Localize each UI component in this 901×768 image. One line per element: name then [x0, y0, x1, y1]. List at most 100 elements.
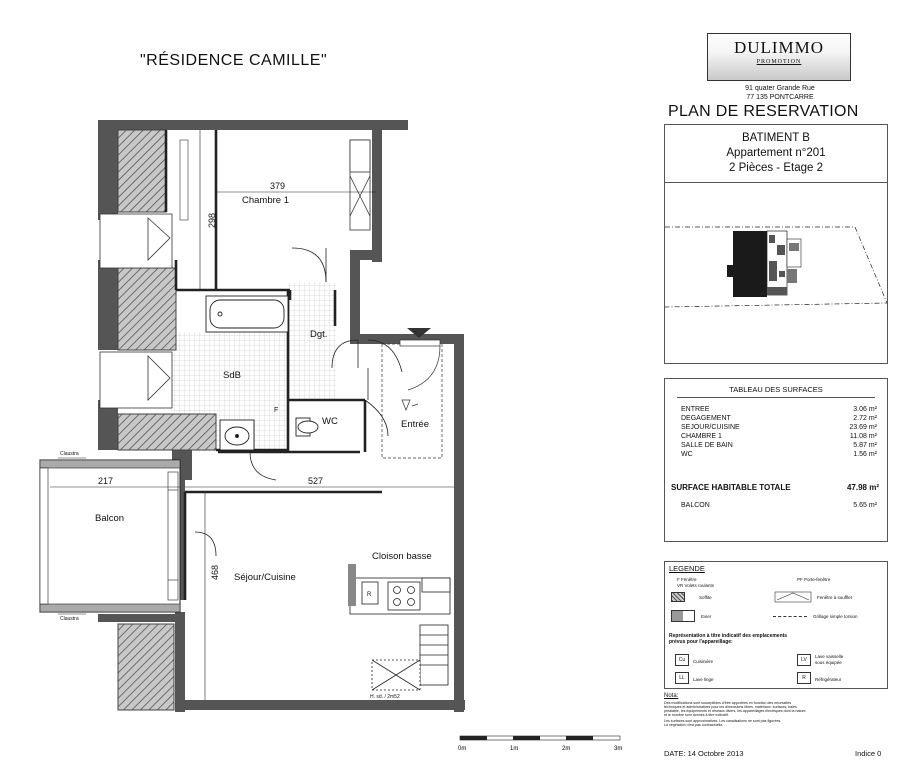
- door-swings: [194, 247, 403, 557]
- dim-balcon-width: 217: [98, 476, 113, 486]
- entry-arrow: [407, 328, 431, 338]
- legend-grillage: Grillage simple torsion: [813, 614, 858, 619]
- surface-row: DEGAGEMENT 2.72 m²: [681, 414, 877, 423]
- building-name: BATIMENT B: [742, 132, 810, 144]
- legend-note-line2: prévus pour l'appareillage:: [669, 639, 733, 645]
- kitchen-counter: [349, 577, 451, 691]
- room-label-cloison: Cloison basse: [372, 551, 432, 562]
- surface-name: DEGAGEMENT: [681, 415, 731, 422]
- dim-chambre-height: 298: [207, 213, 217, 228]
- marker-f: F: [274, 407, 278, 414]
- legend-sous-equipee: sous équipée: [815, 660, 842, 665]
- surface-value: 1.56 m²: [853, 451, 877, 458]
- surface-value: 2.72 m²: [853, 415, 877, 422]
- toilet: [295, 417, 319, 437]
- legend-soufflet-icon: [774, 591, 812, 603]
- company-address-line2: 77 135 PONTCARRE: [746, 94, 814, 101]
- outer-walls: [98, 120, 465, 712]
- dimension-lines: [50, 130, 454, 700]
- document-index: Indice 0: [855, 749, 882, 758]
- room-label-sdb: SdB: [223, 370, 241, 381]
- room-label-entree: Entrée: [401, 419, 429, 430]
- legend-evier: Evier: [701, 614, 712, 619]
- surface-row: CHAMBRE 1 11.08 m²: [681, 432, 877, 441]
- room-label-sejour: Séjour/Cuisine: [234, 572, 296, 583]
- legend-lave-linge: Lave linge: [693, 677, 714, 682]
- building-header: BATIMENT B Appartement n°201 2 Pièces - …: [665, 125, 887, 183]
- claustra-bottom-label: Claustra: [60, 616, 79, 622]
- chambre-wall-strip: [179, 139, 189, 221]
- legend-volets: VR Volets roulants: [677, 583, 715, 588]
- note-line: préalable, les équipements et réseaux di…: [664, 709, 806, 713]
- tiled-floor-dgt: [288, 282, 336, 400]
- floor-plan: Chambre 1 SdB Dgt. WC Entrée Balcon Séjo…: [39, 120, 465, 712]
- surface-value: 11.08 m²: [849, 433, 877, 440]
- surfaces-rule: [677, 397, 875, 398]
- legend-fenetre: F Fenêtre: [677, 577, 697, 582]
- legend-title: LEGENDE: [669, 564, 705, 573]
- legend-soffite: Soffite: [699, 595, 712, 600]
- hatched-shaft-3: [117, 413, 217, 451]
- balcony: [39, 459, 181, 613]
- surfaces-table: TABLEAU DES SURFACES ENTREE 3.06 m² DEGA…: [664, 378, 888, 542]
- surface-value: 23.69 m²: [849, 424, 877, 431]
- legend-soffite-swatch: [671, 592, 685, 602]
- closet-chambre: [349, 139, 371, 231]
- site-location-map: [665, 226, 887, 308]
- entry-door-arc: [407, 345, 441, 391]
- surface-name: SALLE DE BAIN: [681, 442, 733, 449]
- balcon-surface-label: BALCON: [681, 502, 710, 509]
- building-info-box: BATIMENT B Appartement n°201 2 Pièces - …: [664, 124, 888, 364]
- scale-label-0: 0m: [458, 746, 466, 752]
- entry-door-leaf: [399, 339, 441, 347]
- sheet-title: PLAN DE RESERVATION: [668, 103, 859, 120]
- surface-row: SEJOUR/CUISINE 23.69 m²: [681, 423, 877, 432]
- legend-box: LEGENDE F Fenêtre VR Volets roulants PF …: [664, 561, 888, 689]
- note-line: Des modifications sont susceptibles d'êt…: [664, 701, 792, 705]
- note-line: Les surfaces sont approximatives. Les ca…: [664, 719, 782, 723]
- apartment-number: Appartement n°201: [726, 147, 826, 159]
- company-logo: DULIMMO PROMOTION: [707, 33, 851, 81]
- claustra-top-label: Claustra: [60, 451, 79, 457]
- scale-label-3: 3m: [614, 746, 622, 752]
- apartment-type: 2 Pièces - Etage 2: [729, 162, 823, 174]
- surface-row: WC 1.56 m²: [681, 450, 877, 459]
- surface-row: ENTREE 3.06 m²: [681, 405, 877, 414]
- room-label-dgt: Dgt.: [310, 329, 327, 340]
- legend-fenetre-soufflet: Fenêtre à soufflet: [817, 595, 852, 600]
- bathtub: [205, 295, 289, 333]
- hatched-shaft-1: [117, 129, 167, 213]
- entry-electric-panel: [401, 399, 419, 411]
- ceiling-height-label: H. sd. / 2m52: [370, 694, 400, 700]
- legend-lave-vaisselle: Lave vaisselle: [815, 654, 844, 659]
- hatched-shaft-2: [117, 267, 177, 351]
- note-line: techniques et administratives pour les d…: [664, 705, 797, 709]
- total-surface-value: 47.98 m²: [846, 483, 879, 492]
- note-line: La végétation n'est pas contractuelle.: [664, 723, 724, 727]
- legend-evier-swatch: [671, 610, 695, 622]
- room-label-balcon: Balcon: [95, 513, 124, 524]
- marker-r: R: [367, 592, 372, 598]
- window-recesses: [99, 213, 173, 409]
- lave-linge-icon: LL: [675, 672, 689, 684]
- room-label-chambre: Chambre 1: [242, 195, 289, 206]
- company-name: DULIMMO: [733, 38, 825, 57]
- hatched-shaft-4: [117, 623, 175, 711]
- lave-vaisselle-icon: LV: [797, 654, 811, 666]
- dim-chambre-width: 379: [270, 181, 285, 191]
- company-address-line1: 91 quater Grande Rue: [745, 85, 815, 92]
- cloison-basse: [348, 564, 356, 606]
- legend-porte-fenetre: PF Porte-fenêtre: [797, 577, 831, 582]
- legend-note-line1: Représentation à titre indicatif des emp…: [669, 633, 788, 639]
- room-label-wc: WC: [322, 416, 338, 427]
- document-date: DATE: 14 Octobre 2013: [664, 749, 744, 758]
- residence-title: "RÉSIDENCE CAMILLE": [140, 52, 328, 69]
- surface-row: SALLE DE BAIN 5.87 m²: [681, 441, 877, 450]
- notes-title: Nota:: [664, 693, 679, 699]
- wash-basin: [219, 419, 255, 451]
- scale-label-1: 1m: [510, 746, 518, 752]
- dim-sejour-width: 527: [308, 476, 323, 486]
- legend-cuisiniere: Cuisinière: [693, 659, 714, 664]
- refrigerateur-icon: R: [797, 672, 811, 684]
- total-surface-label: SURFACE HABITABLE TOTALE: [671, 483, 791, 492]
